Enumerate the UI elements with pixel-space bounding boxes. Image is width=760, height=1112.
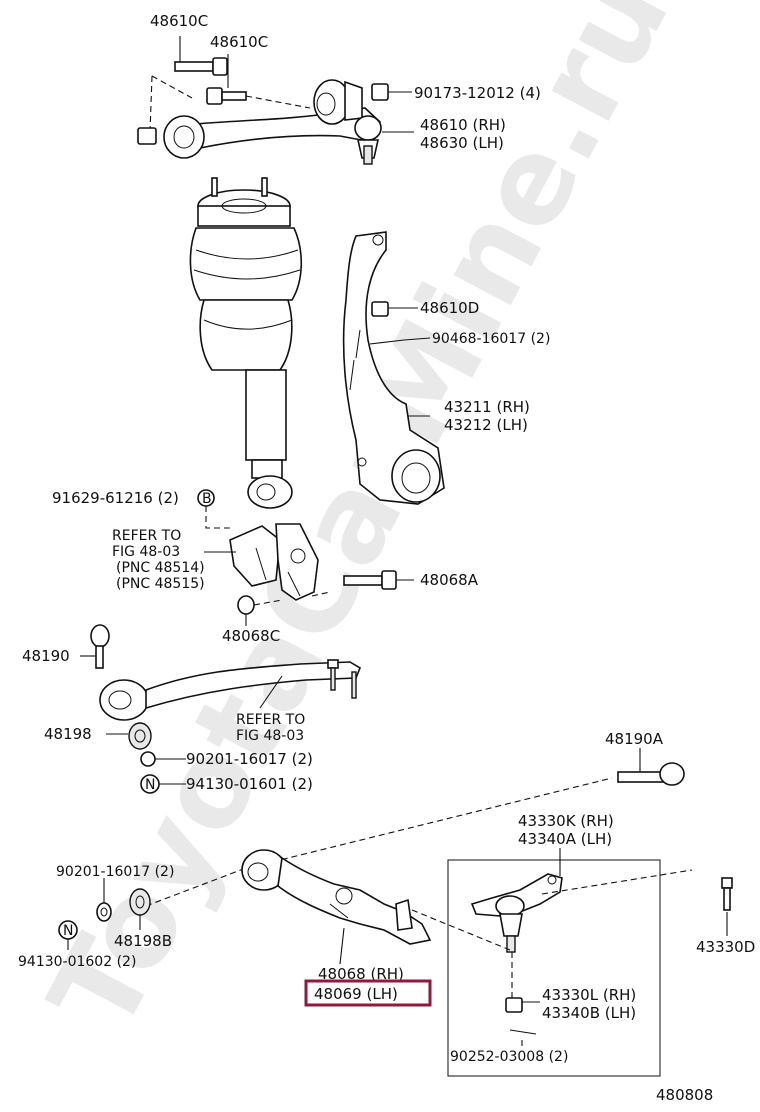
refer2-line2: FIG 48-03 — [236, 728, 304, 744]
nut-94130-b[interactable] — [58, 920, 78, 950]
label-91629: 91629-61216 (2) — [52, 489, 179, 507]
nut-43330l[interactable] — [505, 997, 540, 1013]
label-90201-b: 90201-16017 (2) — [56, 864, 174, 880]
label-43340a-lh: 43340A (LH) — [518, 830, 612, 848]
label-48190: 48190 — [22, 647, 70, 665]
figure-number: 480808 — [656, 1086, 713, 1104]
nut-94130-a[interactable] — [140, 774, 186, 794]
assembly-line-left — [145, 867, 247, 907]
label-43211-rh: 43211 (RH) — [444, 398, 530, 416]
lower-bracket[interactable] — [229, 523, 331, 601]
air-spring-shock-absorber[interactable] — [189, 177, 303, 509]
label-48068-rh: 48068 (RH) — [318, 965, 404, 983]
refer2-line1: REFER TO — [236, 712, 305, 728]
label-48068a: 48068A — [420, 571, 479, 589]
refer1-line4: (PNC 48515) — [116, 576, 205, 592]
refer1-line3: (PNC 48514) — [116, 560, 205, 576]
label-43330d: 43330D — [696, 938, 755, 956]
label-48610-rh: 48610 (RH) — [420, 116, 506, 134]
washer-90201-b[interactable] — [96, 878, 112, 922]
assembly-line-main — [271, 777, 613, 863]
label-43212-lh: 43212 (LH) — [444, 416, 528, 434]
label-48610c-2: 48610C — [210, 33, 268, 51]
upper-arm-group — [137, 36, 414, 165]
label-90201-a: 90201-16017 (2) — [186, 750, 313, 768]
leader-refer2 — [259, 675, 283, 709]
bolt-48068a[interactable] — [343, 570, 414, 590]
pin-90468[interactable] — [369, 337, 431, 345]
circle-n-icon-a: N — [145, 777, 155, 793]
label-43340b-lh: 43340B (LH) — [542, 1004, 636, 1022]
bushing-48198[interactable] — [106, 722, 152, 750]
label-48610d: 48610D — [420, 299, 479, 317]
label-94130-a: 94130-01601 (2) — [186, 775, 313, 793]
label-90173: 90173-12012 (4) — [414, 84, 541, 102]
label-48198: 48198 — [44, 725, 92, 743]
highlight-frame-48069 — [304, 979, 432, 1007]
label-48190a: 48190A — [605, 730, 664, 748]
bushing-48198b[interactable] — [129, 888, 151, 930]
steering-knuckle[interactable] — [342, 231, 445, 505]
bolt-48610c-lower[interactable] — [206, 87, 247, 105]
label-43330l-rh: 43330L (RH) — [542, 986, 636, 1004]
bolt-43330d[interactable] — [721, 877, 733, 936]
label-94130-b: 94130-01602 (2) — [18, 954, 136, 970]
label-48069-lh: 48069 (LH) — [314, 985, 398, 1003]
ball-joint-43330k[interactable] — [470, 873, 563, 953]
bolt-48610c-upper[interactable] — [174, 57, 228, 76]
label-48068c: 48068C — [222, 627, 280, 645]
bolt-48190a[interactable] — [617, 748, 685, 786]
cotter-pin-90252[interactable] — [509, 1029, 537, 1046]
circle-n-icon-b: N — [63, 923, 73, 939]
lower-control-arm[interactable] — [241, 849, 432, 965]
nut-48068c[interactable] — [237, 595, 283, 626]
washer-90201-a[interactable] — [140, 751, 186, 767]
label-48610c-1: 48610C — [150, 12, 208, 30]
assembly-line-43330d — [541, 869, 693, 895]
stabilizer-link-48190[interactable] — [80, 624, 110, 669]
nut-48610d[interactable] — [371, 301, 418, 317]
upper-control-arm[interactable] — [163, 79, 382, 165]
label-48630-lh: 48630 (LH) — [420, 134, 504, 152]
refer1-line1: REFER TO — [112, 528, 181, 544]
refer1-line2: FIG 48-03 — [112, 544, 180, 560]
assembly-line-ball — [411, 909, 511, 951]
label-48198b: 48198B — [114, 932, 172, 950]
ball-joint-detail-box — [447, 859, 661, 1077]
bolt-91629[interactable] — [197, 489, 232, 529]
label-43330k-rh: 43330K (RH) — [518, 812, 614, 830]
label-90468: 90468-16017 (2) — [432, 331, 550, 347]
label-90252: 90252-03008 (2) — [450, 1049, 568, 1065]
nut-90173[interactable] — [371, 83, 412, 101]
nut-left[interactable] — [137, 127, 157, 145]
strut-rod[interactable] — [99, 659, 361, 721]
circle-b-icon: B — [202, 491, 212, 507]
